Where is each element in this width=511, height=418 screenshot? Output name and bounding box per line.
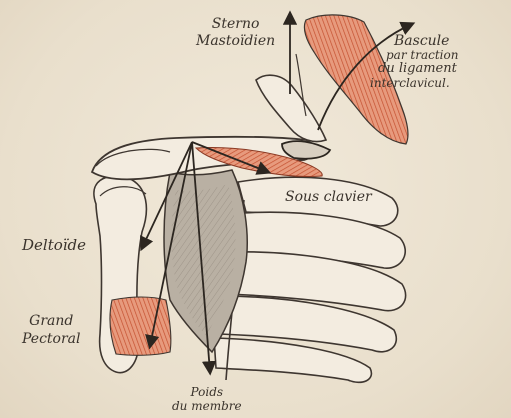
label-bascule: Bascule par traction du ligament intercl…: [370, 34, 458, 90]
label-sterno-mastoidien: Sterno Mastoïdien: [196, 16, 275, 50]
label-bascule-line3: du ligament: [370, 62, 458, 76]
label-grand-pectoral: Grand Pectoral: [22, 312, 81, 348]
label-bascule-line4: interclavicul.: [370, 76, 458, 90]
label-poids-line1: Poids: [172, 385, 242, 399]
sternal-head: [256, 75, 326, 141]
label-poids-line2: du membre: [172, 399, 242, 413]
label-sterno-line2: Mastoïdien: [196, 33, 275, 50]
sternal-notch: [282, 141, 330, 159]
label-bascule-line1: Bascule: [370, 34, 458, 48]
label-sterno-line1: Sterno: [196, 16, 275, 33]
label-bascule-line2: par traction: [370, 48, 458, 62]
label-sous-clavier: Sous clavier: [285, 190, 372, 204]
label-grand-line2: Pectoral: [22, 330, 81, 348]
label-deltoide: Deltoïde: [22, 238, 86, 253]
pectoralis-major-muscle: [110, 297, 171, 355]
label-poids-du-membre: Poids du membre: [172, 385, 242, 413]
label-grand-line1: Grand: [22, 312, 81, 330]
